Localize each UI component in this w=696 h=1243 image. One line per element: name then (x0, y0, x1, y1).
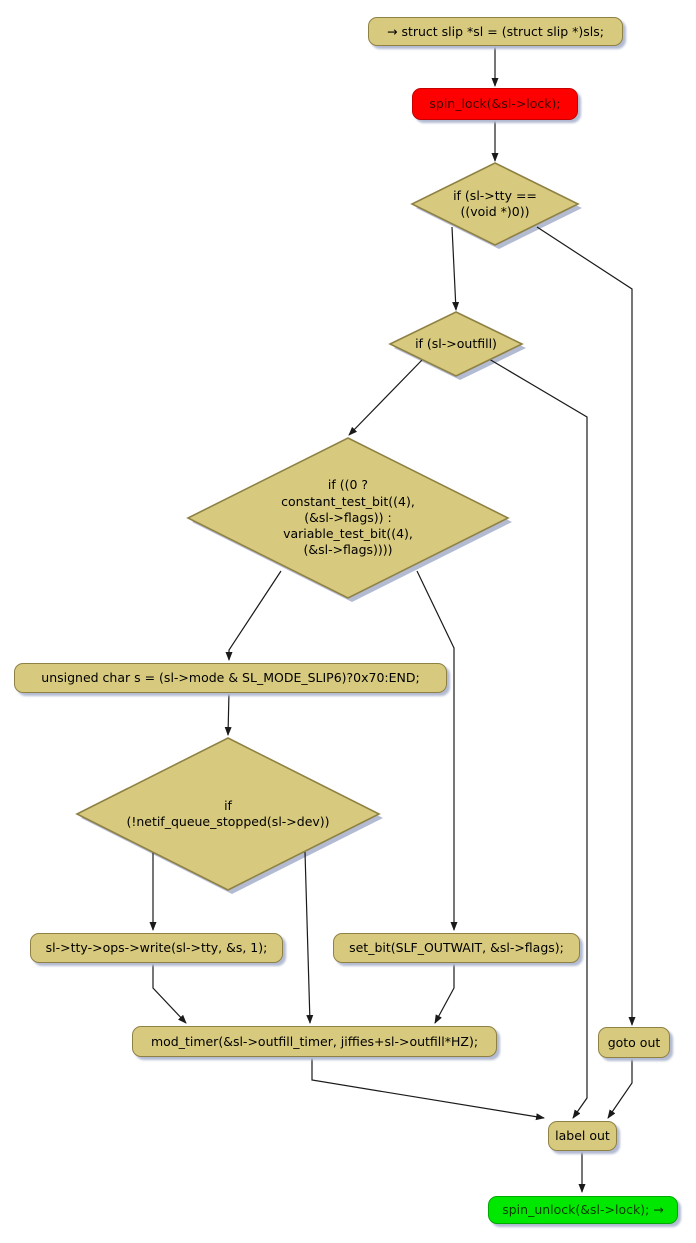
tty-null-decision-diamond (410, 162, 580, 246)
label-out-node: label out (548, 1121, 617, 1151)
outfill-decision-diamond (388, 311, 524, 377)
edge-set-bit-to-mod-timer (434, 962, 455, 1024)
edge-testbit-check-to-set-bit (416, 570, 458, 931)
edge-tty-check-to-goto-out (536, 226, 636, 1026)
edge-tty-check-to-outfill-check (451, 226, 460, 311)
queue-stopped-decision-label: if (!netif_queue_stopped(sl->dev)) (126, 797, 330, 829)
edge-goto-out-to-label-out (607, 1058, 633, 1119)
testbit-decision-diamond (186, 437, 510, 599)
set-bit-node: set_bit(SLF_OUTWAIT, &sl->flags); (333, 933, 580, 963)
edge-testbit-check-to-assign-s (225, 570, 282, 661)
edge-queue-check-to-mod-timer (304, 851, 314, 1024)
spin-unlock-node: spin_unlock(&sl->lock); → (488, 1196, 678, 1224)
edge-tty-write-to-mod-timer (152, 962, 187, 1024)
goto-out-node: goto out (598, 1027, 670, 1058)
tty-write-node: sl->tty->ops->write(sl->tty, &s, 1); (30, 933, 283, 963)
spin-lock-node: spin_lock(&sl->lock); (412, 88, 578, 120)
queue-stopped-decision-diamond (75, 737, 381, 891)
tty-null-decision-label: if (sl->tty == ((void *)0)) (453, 187, 537, 219)
edge-assign-s-to-queue-check (224, 691, 232, 736)
outfill-decision-label: if (sl->outfill) (415, 335, 497, 351)
testbit-decision-label: if ((0 ? constant_test_bit((4), (&sl->fl… (281, 477, 415, 558)
assign-s-node: unsigned char s = (sl->mode & SL_MODE_SL… (14, 663, 447, 693)
edge-outfill-check-to-testbit-check (348, 358, 424, 436)
start-statement-node: → struct slip *sl = (struct slip *)sls; (368, 17, 623, 46)
edge-outfill-check-to-label-out (488, 358, 588, 1119)
mod-timer-node: mod_timer(&sl->outfill_timer, jiffies+sl… (132, 1026, 497, 1057)
edge-mod-timer-to-label-out (311, 1057, 545, 1121)
